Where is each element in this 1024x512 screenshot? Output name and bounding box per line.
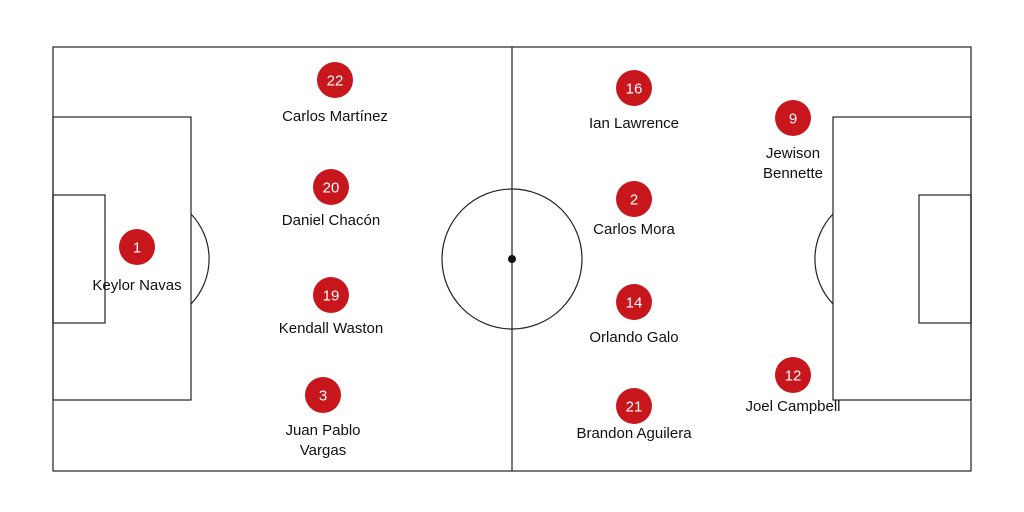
player-name: Orlando Galo xyxy=(589,329,678,346)
player-badge xyxy=(775,357,811,393)
player-number: 19 xyxy=(323,288,340,305)
player-name: Daniel Chacón xyxy=(282,212,380,229)
player-number: 22 xyxy=(327,73,344,90)
player-name: Vargas xyxy=(300,442,346,459)
player-number: 2 xyxy=(630,192,638,209)
player-badge xyxy=(616,70,652,106)
player-number: 3 xyxy=(319,388,327,405)
player-number: 16 xyxy=(626,81,643,98)
player-name: Brandon Aguilera xyxy=(576,425,692,442)
player-number: 20 xyxy=(323,180,340,197)
player-name: Carlos Mora xyxy=(593,221,675,238)
center-spot xyxy=(508,255,516,263)
player-number: 1 xyxy=(133,240,141,257)
player-name: Juan Pablo xyxy=(285,422,360,439)
player-name: Keylor Navas xyxy=(92,277,181,294)
player-name: Kendall Waston xyxy=(279,320,384,337)
player-badge xyxy=(313,277,349,313)
right-penalty-arc xyxy=(814,213,834,305)
player-badge xyxy=(616,284,652,320)
player-badge xyxy=(305,377,341,413)
player-badge xyxy=(313,169,349,205)
right-penalty-area xyxy=(832,116,972,401)
player-badge xyxy=(317,62,353,98)
player-number: 14 xyxy=(626,295,643,312)
player-name: Jewison xyxy=(766,145,820,162)
player-name: Joel Campbell xyxy=(745,398,840,415)
right-goal-area xyxy=(918,194,972,324)
player-badge xyxy=(616,181,652,217)
left-penalty-arc xyxy=(190,213,210,305)
player-number: 9 xyxy=(789,111,797,128)
left-goal-area xyxy=(52,194,106,324)
player-name: Bennette xyxy=(763,165,823,182)
center-circle xyxy=(441,188,583,330)
pitch-markings xyxy=(52,46,972,472)
player-name: Ian Lawrence xyxy=(589,115,679,132)
player-badge xyxy=(119,229,155,265)
player-number: 12 xyxy=(785,368,802,385)
player-name: Carlos Martínez xyxy=(282,108,388,125)
left-penalty-area xyxy=(52,116,192,401)
player-badge xyxy=(775,100,811,136)
player-number: 21 xyxy=(626,399,643,416)
player-badge xyxy=(616,388,652,424)
